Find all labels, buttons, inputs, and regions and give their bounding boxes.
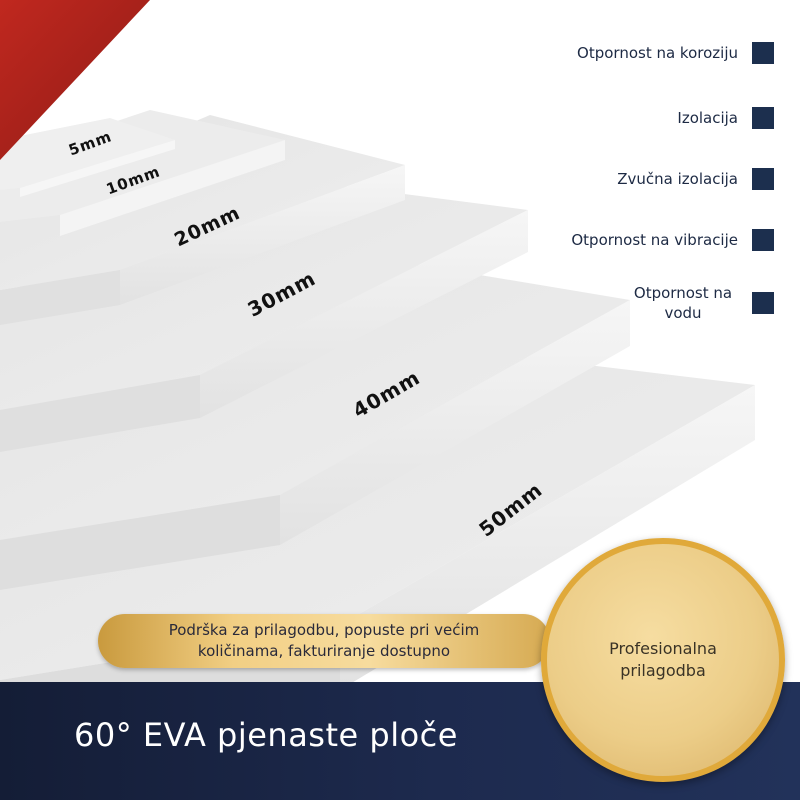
square-bullet-icon — [752, 292, 774, 314]
sheet-30mm — [0, 178, 528, 452]
feature-insulation: Izolacija — [677, 107, 774, 129]
feature-label: Otpornost na vibracije — [571, 231, 738, 249]
sheet-40mm — [0, 255, 630, 590]
promo-pill: Podrška za prilagodbu, popuste pri većim… — [98, 614, 550, 668]
product-title: 60° EVA pjenaste ploče — [74, 716, 458, 754]
square-bullet-icon — [752, 168, 774, 190]
feature-label: Zvučna izolacija — [617, 170, 738, 188]
gold-badge: Profesionalna prilagodba — [541, 538, 785, 782]
feature-water-resistance: Otpornost na vodu — [628, 283, 774, 323]
square-bullet-icon — [752, 42, 774, 64]
badge-text: Profesionalna prilagodba — [609, 639, 717, 680]
feature-label: Otpornost na vodu — [633, 284, 733, 322]
feature-vibration-resistance: Otpornost na vibracije — [571, 229, 774, 251]
feature-label: Otpornost na koroziju — [577, 44, 738, 62]
sheet-5mm — [0, 118, 175, 197]
red-corner-accent — [0, 0, 150, 160]
square-bullet-icon — [752, 107, 774, 129]
feature-label: Izolacija — [677, 109, 738, 127]
square-bullet-icon — [752, 229, 774, 251]
sheet-20mm — [0, 115, 405, 325]
feature-corrosion-resistance: Otpornost na koroziju — [577, 42, 774, 64]
promo-text: Podrška za prilagodbu, popuste pri većim… — [168, 621, 480, 660]
feature-sound-insulation: Zvučna izolacija — [617, 168, 774, 190]
